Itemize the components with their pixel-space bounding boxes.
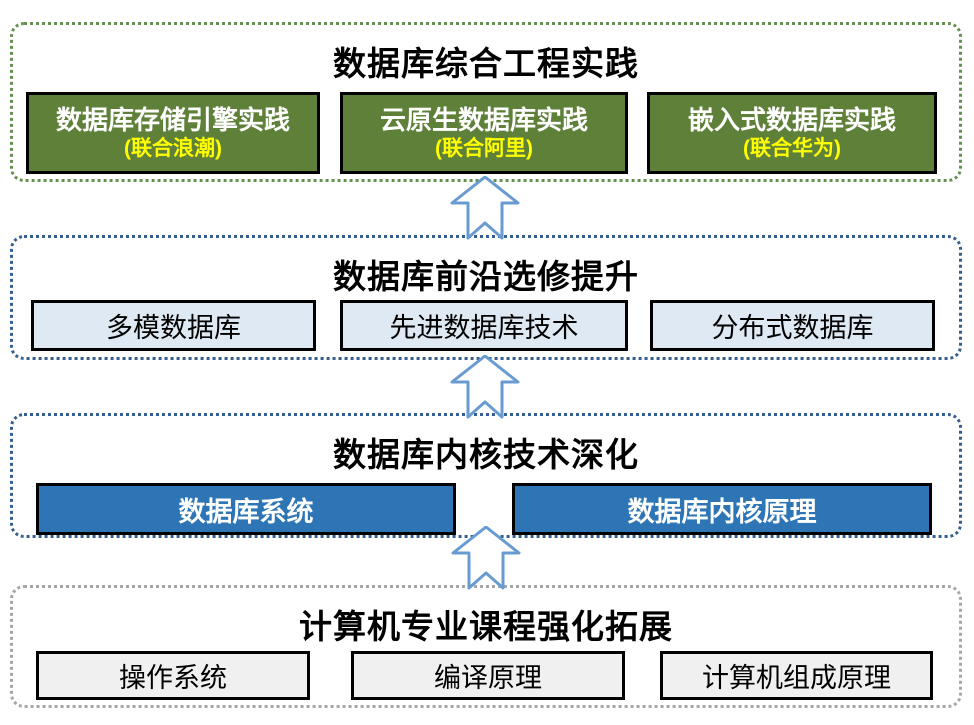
course-partner: (联合浪潮) xyxy=(124,137,222,160)
course-cloud-native-db-practice: 云原生数据库实践 (联合阿里) xyxy=(340,92,628,174)
up-arrow-icon xyxy=(450,355,520,419)
course-name: 数据库系统 xyxy=(178,496,314,527)
course-name: 数据库存储引擎实践 xyxy=(55,105,290,135)
tier-title: 数据库内核技术深化 xyxy=(333,436,639,473)
up-arrow-icon xyxy=(450,176,520,240)
course-distributed-db: 分布式数据库 xyxy=(650,300,935,351)
course-name: 多模数据库 xyxy=(106,313,241,343)
course-name: 操作系统 xyxy=(119,663,227,693)
course-name: 编译原理 xyxy=(434,663,542,693)
course-name: 嵌入式数据库实践 xyxy=(687,105,896,135)
up-arrow-icon xyxy=(451,526,521,590)
tier-title: 数据库综合工程实践 xyxy=(333,45,639,82)
course-partner: (联合阿里) xyxy=(435,137,533,160)
course-name: 数据库内核原理 xyxy=(627,496,817,527)
course-database-systems: 数据库系统 xyxy=(36,483,456,535)
tier-comprehensive-practice: 数据库综合工程实践 数据库存储引擎实践 (联合浪潮) 云原生数据库实践 (联合阿… xyxy=(10,22,962,182)
course-partner: (联合华为) xyxy=(743,137,841,160)
tier-kernel-deepening: 数据库内核技术深化 数据库系统 数据库内核原理 xyxy=(10,413,962,538)
course-operating-systems: 操作系统 xyxy=(36,651,310,700)
course-db-kernel-principles: 数据库内核原理 xyxy=(512,483,932,535)
course-multimodel-db: 多模数据库 xyxy=(31,300,316,351)
tier-frontier-electives: 数据库前沿选修提升 多模数据库 先进数据库技术 分布式数据库 xyxy=(10,235,962,360)
course-advanced-db-tech: 先进数据库技术 xyxy=(340,300,628,351)
course-name: 分布式数据库 xyxy=(711,313,874,343)
tier-title: 计算机专业课程强化拓展 xyxy=(299,608,673,645)
course-name: 云原生数据库实践 xyxy=(379,105,588,135)
course-name: 先进数据库技术 xyxy=(389,313,579,343)
tier-title: 数据库前沿选修提升 xyxy=(333,258,639,295)
course-computer-organization: 计算机组成原理 xyxy=(660,651,933,700)
course-compiler-principles: 编译原理 xyxy=(351,651,625,700)
course-name: 计算机组成原理 xyxy=(702,663,891,693)
course-storage-engine-practice: 数据库存储引擎实践 (联合浪潮) xyxy=(26,92,320,174)
course-embedded-db-practice: 嵌入式数据库实践 (联合华为) xyxy=(647,92,937,174)
tier-cs-foundation: 计算机专业课程强化拓展 操作系统 编译原理 计算机组成原理 xyxy=(10,585,962,708)
